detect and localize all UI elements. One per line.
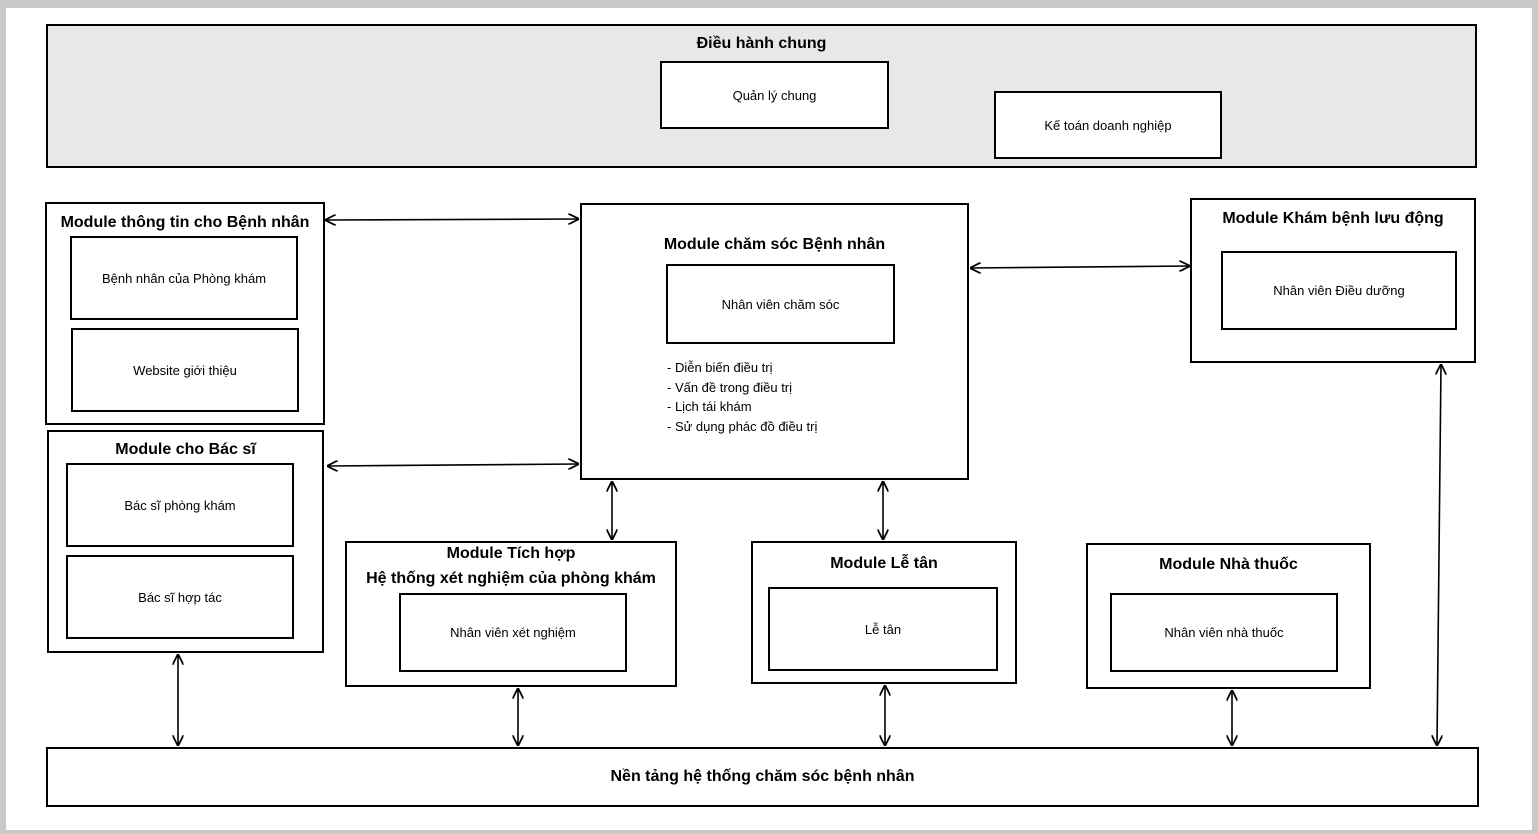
platform-title: Nền tảng hệ thống chăm sóc bệnh nhân <box>610 768 915 785</box>
partner-doctor-box: Bác sĩ hợp tác <box>66 555 294 639</box>
pharmacy-title: Module Nhà thuốc <box>1159 556 1298 573</box>
patient-care-title: Module chăm sóc Bệnh nhân <box>663 236 886 253</box>
general-management-box: Quản lý chung <box>660 61 889 129</box>
doctor-title: Module cho Bác sĩ <box>115 441 256 458</box>
patient-info-title: Module thông tin cho Bệnh nhân <box>60 214 310 231</box>
care-feature: - Diễn biến điều trị <box>667 360 773 375</box>
platform-bar: Nền tảng hệ thống chăm sóc bệnh nhân <box>46 747 1479 807</box>
pharmacy-staff-box: Nhân viên nhà thuốc <box>1110 593 1338 672</box>
care-feature: - Lịch tái khám <box>667 399 752 414</box>
lab-staff-box: Nhân viên xét nghiệm <box>399 593 627 672</box>
lab-title-line2: Hệ thống xét nghiệm của phòng khám <box>366 570 656 587</box>
clinic-doctor-box: Bác sĩ phòng khám <box>66 463 294 547</box>
care-features-list: - Diễn biến điều trị - Vấn đề trong điều… <box>667 358 817 436</box>
patient-care-module: Module chăm sóc Bệnh nhân <box>580 203 969 480</box>
care-feature: - Sử dụng phác đồ điều trị <box>667 418 818 434</box>
lab-title-line1: Module Tích hợp <box>446 545 576 562</box>
intro-website-box: Website giới thiệu <box>71 328 299 412</box>
accounting-box: Kế toán doanh nghiệp <box>994 91 1222 159</box>
care-feature: - Vấn đề trong điều trị <box>667 379 793 395</box>
mobile-exam-title: Module Khám bệnh lưu động <box>1222 210 1444 227</box>
receptionist-box: Lễ tân <box>768 587 998 671</box>
management-title: Điều hành chung <box>696 35 827 52</box>
care-staff-box: Nhân viên chăm sóc <box>666 264 895 344</box>
nurse-staff-box: Nhân viên Điều dưỡng <box>1221 251 1457 330</box>
reception-title: Module Lễ tân <box>830 555 938 572</box>
clinic-patients-box: Bệnh nhân của Phòng khám <box>70 236 298 320</box>
